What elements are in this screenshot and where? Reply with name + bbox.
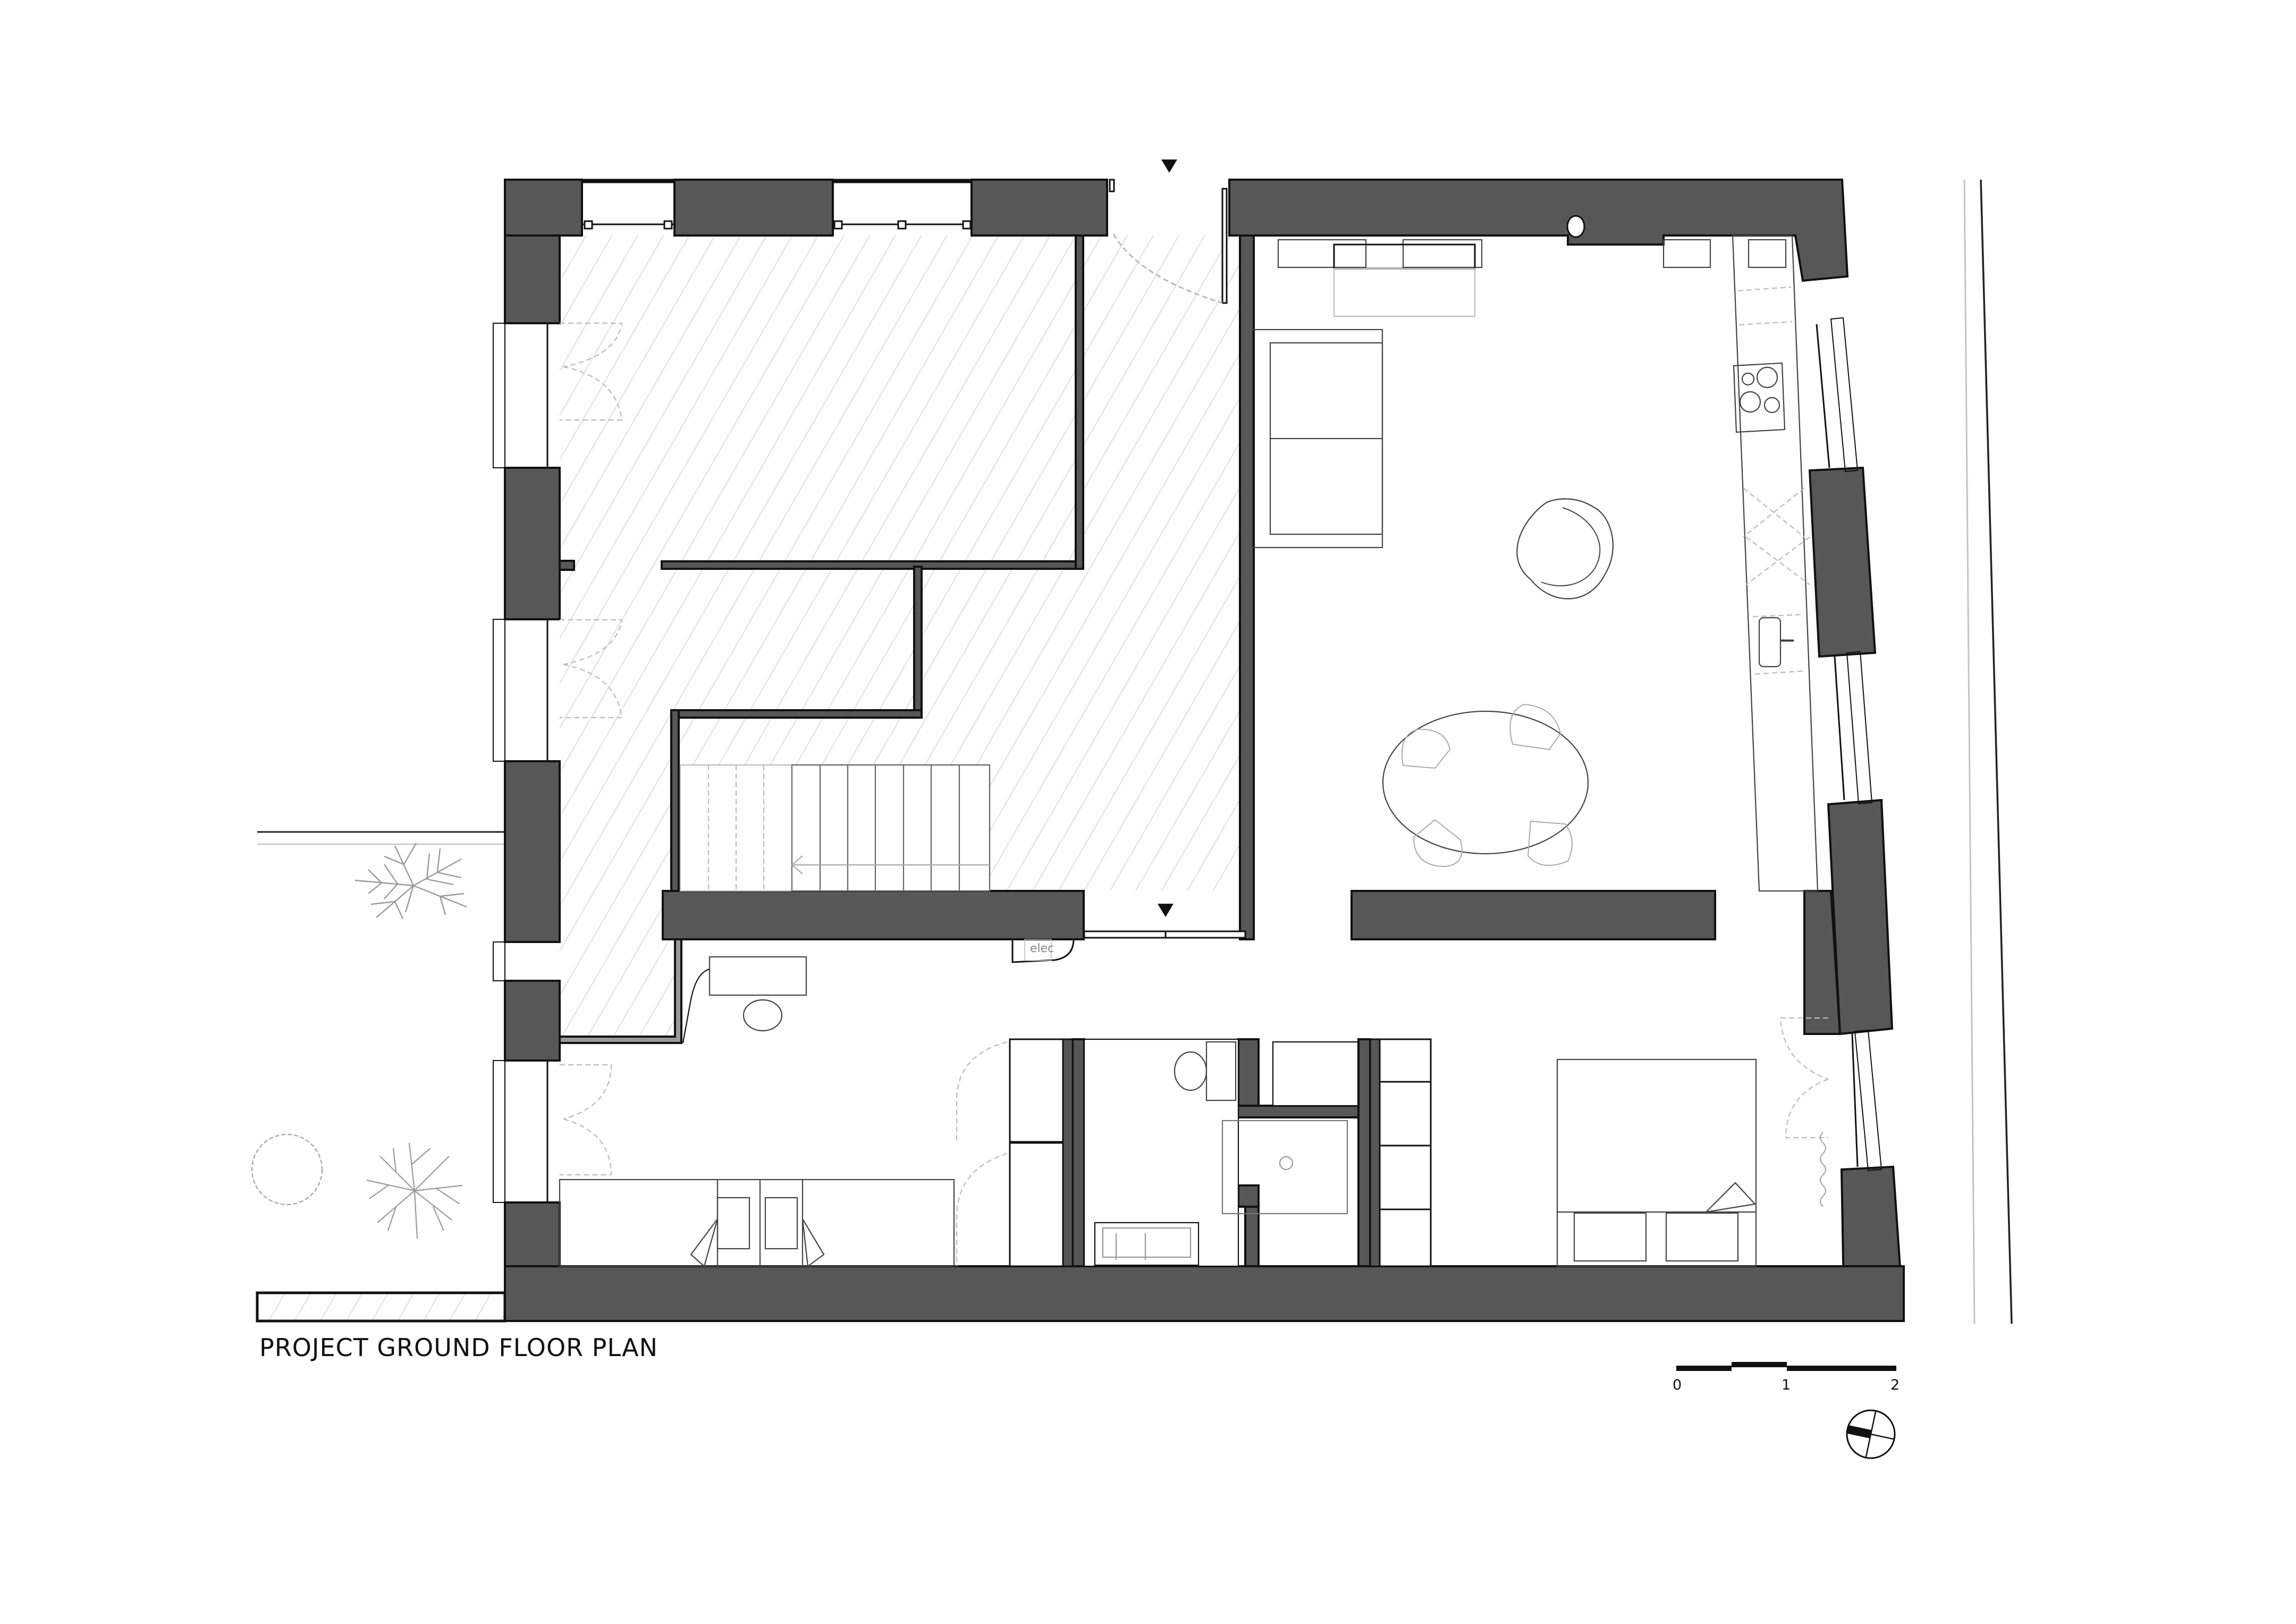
armchair-icon [1516, 498, 1614, 600]
living-furniture [1251, 215, 1819, 892]
wardrobe-east [1369, 1038, 1432, 1267]
section-marker-top-icon [1161, 159, 1177, 173]
stool-icon [742, 999, 783, 1032]
staircase [679, 764, 991, 892]
section-marker-middle-icon [1158, 904, 1174, 917]
east-bedroom-furniture [560, 322, 1829, 1267]
hall-furniture [682, 956, 807, 1044]
scale-tick-2: 2 [1890, 1377, 1900, 1393]
windows [493, 179, 1883, 1203]
elec-label: elec [1030, 942, 1054, 955]
chair-left-icon [690, 1218, 719, 1267]
bathroom [1083, 1038, 1359, 1267]
tree-conifer-icon [354, 843, 467, 919]
bedside-left [1573, 1212, 1647, 1262]
scale-bar [1676, 1362, 1896, 1371]
flue-icon [1566, 215, 1585, 238]
entry-door-top [1109, 179, 1228, 304]
desk-long [559, 1179, 955, 1267]
bedside-right [1665, 1212, 1739, 1262]
west-bedroom-furniture [559, 1041, 1008, 1268]
elec-cupboard [1011, 939, 1075, 963]
road-edge-lines [1963, 179, 2013, 1324]
chair-right-icon [801, 1218, 825, 1268]
wardrobe-west [1009, 1038, 1074, 1267]
garden-edge-lines [257, 831, 505, 845]
hall-door [1083, 930, 1246, 939]
shower-drain-icon [1279, 1156, 1294, 1171]
lamp-icon [1704, 1182, 1757, 1213]
shower-tray [1221, 1120, 1348, 1215]
scale-tick-0: 0 [1673, 1377, 1682, 1393]
bed-icon [1556, 1058, 1757, 1267]
section-marker-icons [1158, 159, 1177, 917]
desk-icon [708, 956, 807, 996]
walls [504, 179, 1905, 1322]
north-arrow-icon [1846, 1409, 1896, 1459]
washbasin [1094, 1222, 1200, 1266]
cooktop-icon [1733, 362, 1786, 433]
kitchen-counter [1732, 234, 1819, 892]
drawing-title: PROJECT GROUND FLOOR PLAN [259, 1333, 659, 1362]
exterior-hatched-strip [256, 1291, 507, 1323]
tree-shrub-icon [251, 1133, 323, 1206]
scale-tick-1: 1 [1782, 1377, 1791, 1393]
tree-deciduous-icon [366, 1142, 463, 1239]
dining-table-icon [1382, 710, 1589, 855]
sink-icon [1758, 617, 1782, 668]
